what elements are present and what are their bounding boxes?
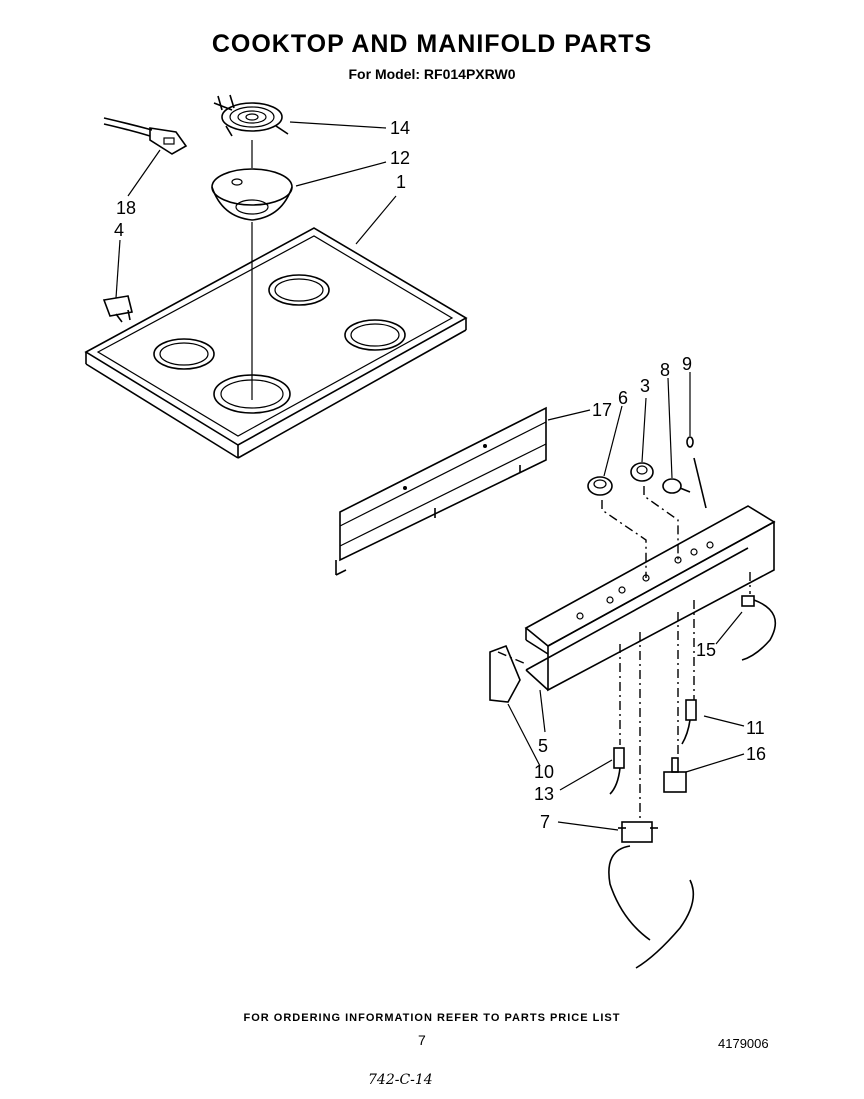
surface-element	[213, 94, 289, 137]
callout-8: 8	[660, 360, 670, 380]
callout-6: 6	[618, 388, 628, 408]
callout-16: 16	[746, 744, 766, 764]
callout-5: 5	[538, 736, 548, 756]
manifold-panel	[524, 505, 776, 692]
handwritten-note: 742-C-14	[368, 1072, 433, 1088]
callout-15: 15	[696, 640, 716, 660]
callout-12: 12	[390, 148, 410, 168]
switch-15	[741, 595, 777, 661]
bracket	[102, 295, 133, 323]
document-number: 4179006	[718, 1036, 769, 1051]
callout-3: 3	[640, 376, 650, 396]
indicator-light-13	[609, 747, 625, 795]
callout-1: 1	[396, 172, 406, 192]
leader-lines	[115, 121, 745, 831]
model-line: For Model: RF014PXRW0	[348, 66, 516, 82]
callout-13: 13	[534, 784, 554, 804]
knob-3	[630, 462, 654, 482]
terminal-block	[103, 117, 188, 155]
callout-10: 10	[534, 762, 554, 782]
switch-16	[663, 757, 687, 793]
rear-brace	[335, 406, 547, 576]
page-number: 7	[418, 1032, 426, 1048]
knob-8	[662, 478, 691, 494]
knob-6	[587, 476, 613, 496]
ordering-note: FOR ORDERING INFORMATION REFER TO PARTS …	[243, 1012, 621, 1024]
drip-bowl	[211, 168, 293, 221]
cooktop-panel	[84, 227, 468, 459]
callout-7: 7	[540, 812, 550, 832]
lens-9	[686, 436, 707, 509]
callout-18: 18	[116, 198, 136, 218]
callout-9: 9	[682, 354, 692, 374]
infinite-switch-7	[608, 821, 695, 969]
callout-4: 4	[114, 220, 124, 240]
end-cap	[489, 644, 521, 703]
callout-14: 14	[390, 118, 410, 138]
indicator-light-11	[681, 699, 697, 745]
callout-17: 17	[592, 400, 612, 420]
callout-11: 11	[746, 718, 765, 738]
page-title: COOKTOP AND MANIFOLD PARTS	[211, 30, 653, 58]
